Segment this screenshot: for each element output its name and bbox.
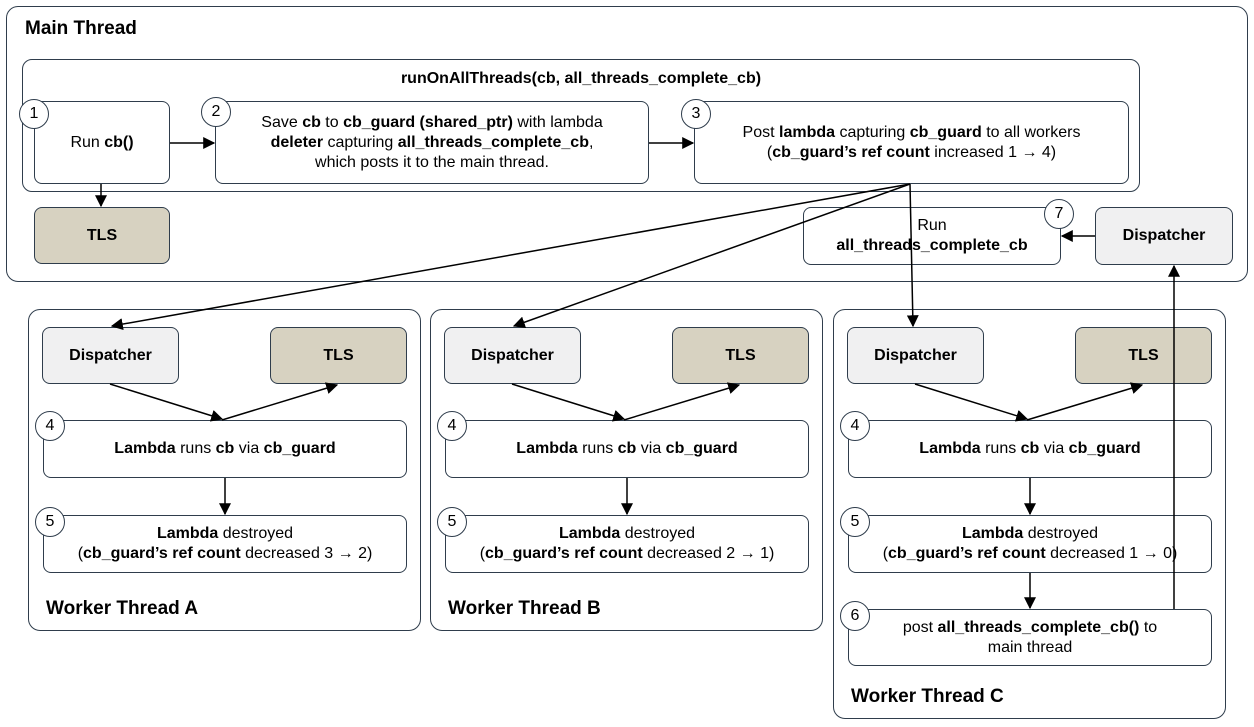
worker-c-step5-t2: (: [882, 545, 889, 562]
step3-t1: Post: [742, 123, 779, 141]
step3-t3: to all workers: [981, 123, 1081, 141]
step3-badge: 3: [681, 99, 711, 129]
step1-box: Run cb(): [34, 101, 170, 184]
step3-b1: lambda: [779, 123, 836, 141]
worker-b-step5-badge: 5: [437, 507, 467, 537]
main-dispatcher-box: Dispatcher: [1095, 207, 1233, 265]
step2-t4: capturing: [323, 133, 398, 151]
worker-b-step4-badge: 4: [437, 411, 467, 441]
step3-t5: increased 1 → 4): [929, 143, 1057, 161]
worker-b-step4-t2: via: [636, 440, 666, 457]
worker-a-step4-badge: 4: [35, 411, 65, 441]
worker-a-step5-b2: cb_guard’s ref count: [83, 545, 241, 562]
worker-a-step4-t2: via: [234, 440, 264, 457]
worker-c-step6-box: post all_threads_complete_cb() to main th…: [848, 609, 1212, 666]
worker-c-step4-b1: Lambda: [919, 440, 981, 457]
worker-c-step4-badge: 4: [840, 411, 870, 441]
step7-line2: all_threads_complete_cb: [836, 237, 1028, 254]
worker-c-dispatcher: Dispatcher: [847, 327, 984, 384]
worker-c-step5-box: Lambda destroyed (cb_guard’s ref count de…: [848, 515, 1212, 573]
worker-c-step6-t1: post: [902, 618, 938, 636]
worker-c-step4-b3: cb_guard: [1068, 440, 1141, 457]
worker-c-step5-b2: cb_guard’s ref count: [888, 545, 1046, 562]
worker-a-step4-box: Lambda runs cb via cb_guard: [43, 420, 407, 478]
main-thread-title: Main Thread: [25, 18, 137, 39]
worker-b-step5-b2: cb_guard’s ref count: [485, 545, 643, 562]
step7-box: Run all_threads_complete_cb: [803, 207, 1061, 265]
step7-badge: 7: [1044, 199, 1074, 229]
step2-t1: Save: [261, 113, 303, 131]
worker-b-step5-t2: (: [479, 545, 486, 562]
worker-c-step5-badge: 5: [840, 507, 870, 537]
worker-a-step4-t1: runs: [175, 440, 216, 457]
main-tls-box: TLS: [34, 207, 170, 264]
worker-b-dispatcher: Dispatcher: [444, 327, 581, 384]
step2-b2: cb_guard (shared_ptr): [343, 113, 513, 131]
step2-t2: to: [320, 113, 344, 131]
worker-a-step4-b3: cb_guard: [263, 440, 336, 457]
step2-t3: with lambda: [512, 113, 603, 131]
worker-a-step5-b1: Lambda: [156, 525, 219, 542]
worker-a-step5-t2: (: [77, 545, 84, 562]
step1-badge: 1: [19, 99, 49, 129]
worker-a-step5-t1: destroyed: [218, 525, 294, 542]
worker-c-step4-t1: runs: [980, 440, 1021, 457]
step2-t6: which posts it to the main thread.: [315, 153, 549, 171]
step3-b2: cb_guard: [909, 123, 982, 141]
step2-b3: deleter: [270, 133, 324, 151]
step1-text: Run: [70, 133, 105, 151]
step2-t5: ,: [588, 133, 594, 151]
worker-c-step6-badge: 6: [840, 601, 870, 631]
worker-a-step4-b2: cb: [215, 440, 235, 457]
worker-b-step4-b2: cb: [617, 440, 637, 457]
worker-b-step4-box: Lambda runs cb via cb_guard: [445, 420, 809, 478]
worker-a-step5-box: Lambda destroyed (cb_guard’s ref count de…: [43, 515, 407, 573]
worker-a-dispatcher: Dispatcher: [42, 327, 179, 384]
worker-b-tls: TLS: [672, 327, 809, 384]
worker-c-step5-t1: destroyed: [1023, 525, 1099, 542]
step1-bold: cb(): [104, 133, 134, 151]
worker-b-step5-b1: Lambda: [558, 525, 621, 542]
worker-a-title: Worker Thread A: [46, 598, 199, 619]
step3-t4: (: [766, 143, 773, 161]
function-title: runOnAllThreads(cb, all_threads_complete…: [400, 70, 762, 87]
worker-c-title: Worker Thread C: [851, 686, 1004, 707]
step2-box: Save cb to cb_guard (shared_ptr) with la…: [215, 101, 649, 184]
worker-b-title: Worker Thread B: [448, 598, 601, 619]
step3-t2: capturing: [835, 123, 910, 141]
step2-badge: 2: [201, 97, 231, 127]
worker-b-step5-t1: destroyed: [620, 525, 696, 542]
step2-b4: all_threads_complete_cb: [397, 133, 589, 151]
worker-c-step6-t2: to: [1139, 618, 1158, 636]
worker-c-step4-box: Lambda runs cb via cb_guard: [848, 420, 1212, 478]
worker-b-step5-t3: decreased 2 → 1): [642, 545, 775, 562]
worker-c-tls: TLS: [1075, 327, 1212, 384]
worker-c-step6-b1: all_threads_complete_cb(): [937, 618, 1140, 636]
worker-b-step4-t1: runs: [577, 440, 618, 457]
worker-c-step5-b1: Lambda: [961, 525, 1024, 542]
worker-a-tls: TLS: [270, 327, 407, 384]
worker-a-step5-badge: 5: [35, 507, 65, 537]
step3-box: Post lambda capturing cb_guard to all wo…: [694, 101, 1129, 184]
worker-c-step6-t3: main thread: [987, 638, 1073, 656]
worker-b-step4-b3: cb_guard: [665, 440, 738, 457]
worker-c-step4-b2: cb: [1020, 440, 1040, 457]
step3-b3: cb_guard’s ref count: [772, 143, 930, 161]
step7-line1: Run: [917, 217, 947, 234]
worker-b-step4-b1: Lambda: [516, 440, 578, 457]
step2-b1: cb: [302, 113, 321, 131]
worker-b-step5-box: Lambda destroyed (cb_guard’s ref count de…: [445, 515, 809, 573]
worker-c-step5-t3: decreased 1 → 0): [1045, 545, 1178, 562]
worker-a-step4-b1: Lambda: [114, 440, 176, 457]
worker-c-step4-t2: via: [1039, 440, 1069, 457]
worker-a-step5-t3: decreased 3 → 2): [240, 545, 373, 562]
